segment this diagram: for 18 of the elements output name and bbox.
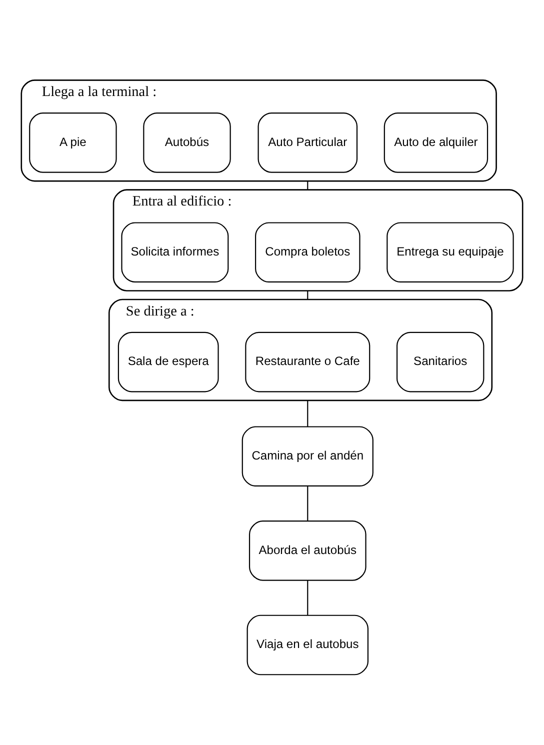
- node-box: Autobús: [143, 112, 231, 172]
- connector: [307, 486, 308, 520]
- node-box: Camina por el andén: [242, 426, 374, 486]
- node-box: Viaja en el autobus: [246, 614, 369, 675]
- connector: [307, 180, 308, 190]
- connector: [307, 290, 308, 300]
- node-box: Aborda el autobús: [248, 520, 366, 580]
- node-box: Compra boletos: [255, 222, 360, 282]
- node-box: Entrega su equipaje: [386, 222, 514, 282]
- node-box: A pie: [29, 112, 117, 172]
- node-box: Solicita informes: [121, 222, 229, 282]
- node-box: Auto Particular: [258, 112, 358, 172]
- node-box: Sala de espera: [118, 331, 219, 392]
- node-box: Restaurante o Cafe: [245, 331, 370, 392]
- connector: [307, 580, 308, 615]
- connector: [307, 400, 308, 426]
- node-box: Sanitarios: [396, 331, 484, 392]
- node-box: Auto de alquiler: [384, 112, 488, 172]
